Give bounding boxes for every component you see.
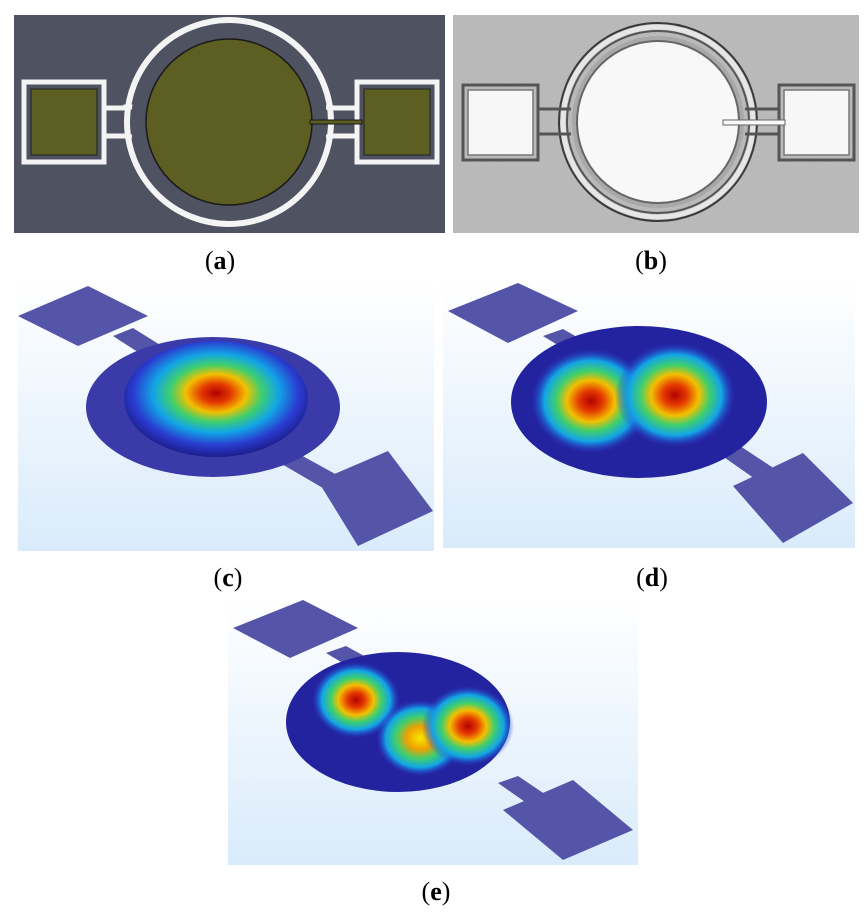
panel-d-mode bbox=[443, 281, 855, 548]
panel-a-layout bbox=[14, 15, 445, 233]
micro-feed-line bbox=[722, 119, 786, 126]
panel-b-micrograph bbox=[453, 15, 859, 233]
caption-d: (d) bbox=[636, 563, 668, 592]
caption-b: (b) bbox=[635, 246, 667, 275]
caption-e: (e) bbox=[421, 877, 451, 906]
caption-a: (a) bbox=[204, 246, 236, 275]
mode-d-lobe-right bbox=[615, 343, 735, 447]
micro-right-pad bbox=[783, 89, 850, 156]
micro-center-electrode bbox=[576, 40, 740, 204]
micro-left-pad bbox=[467, 89, 534, 156]
panel-e-mode bbox=[228, 598, 638, 865]
mode-c-drawing bbox=[18, 281, 434, 551]
micrograph-drawing bbox=[453, 15, 859, 233]
mode-e-drawing bbox=[228, 598, 638, 865]
resonator-layout-drawing bbox=[14, 15, 445, 233]
mode-d-drawing bbox=[443, 281, 855, 548]
mode-e-lobe-3 bbox=[422, 686, 514, 766]
panel-c-mode bbox=[18, 281, 434, 551]
feed-line bbox=[309, 119, 363, 125]
caption-c: (c) bbox=[213, 563, 243, 592]
mode-c-lobe bbox=[124, 341, 308, 457]
center-electrode bbox=[145, 38, 313, 206]
mode-e-lobe-1 bbox=[312, 662, 400, 738]
right-pad bbox=[363, 88, 431, 156]
left-pad-frame bbox=[21, 79, 107, 165]
left-pad bbox=[30, 88, 98, 156]
